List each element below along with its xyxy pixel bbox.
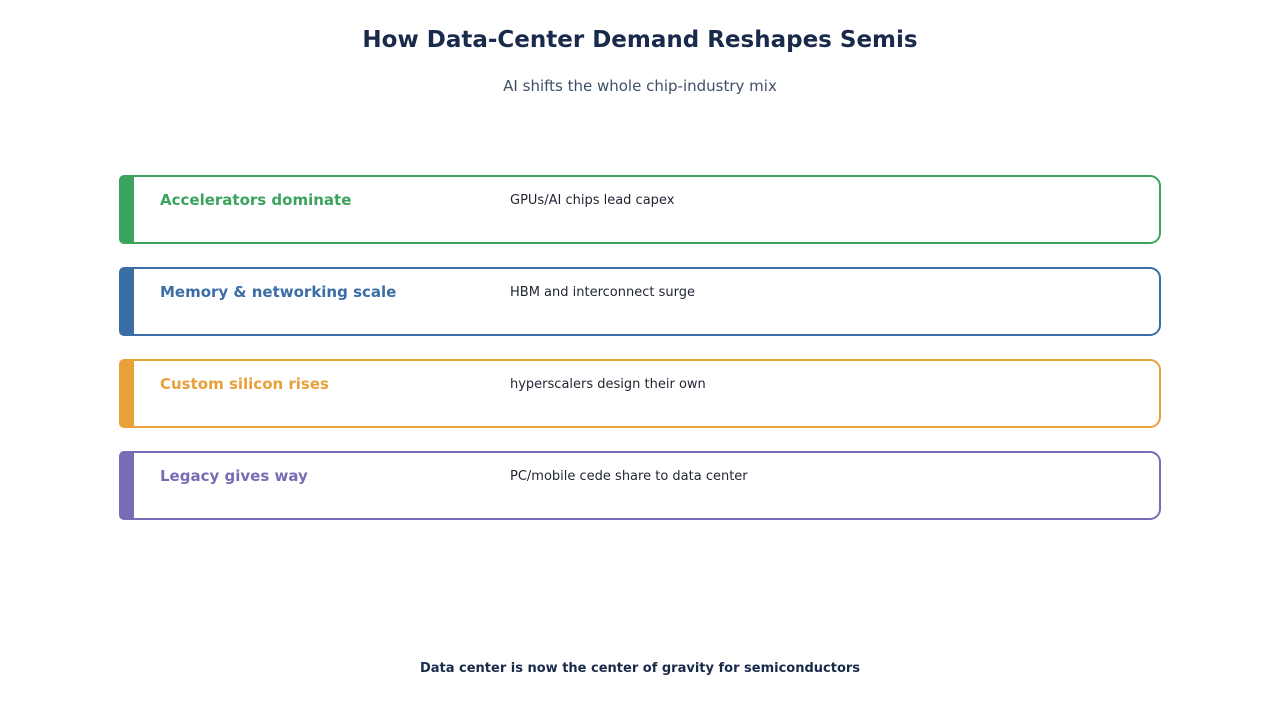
item-card-accelerators: Accelerators dominate GPUs/AI chips lead… (119, 175, 1161, 244)
item-list: Accelerators dominate GPUs/AI chips lead… (119, 175, 1161, 543)
item-label: Memory & networking scale (160, 283, 397, 301)
item-description: PC/mobile cede share to data center (510, 469, 748, 484)
accent-bar (119, 451, 134, 520)
page-title: How Data-Center Demand Reshapes Semis (362, 27, 918, 53)
item-card-custom-silicon: Custom silicon rises hyperscalers design… (119, 359, 1161, 428)
item-label: Custom silicon rises (160, 375, 329, 393)
accent-bar (119, 359, 134, 428)
accent-bar (119, 267, 134, 336)
item-description: hyperscalers design their own (510, 377, 706, 392)
footer-note: Data center is now the center of gravity… (419, 661, 861, 676)
page-subtitle: AI shifts the whole chip-industry mix (503, 77, 777, 95)
accent-bar (119, 175, 134, 244)
item-description: GPUs/AI chips lead capex (510, 193, 675, 208)
item-label: Legacy gives way (160, 467, 308, 485)
item-description: HBM and interconnect surge (510, 285, 695, 300)
item-card-legacy: Legacy gives way PC/mobile cede share to… (119, 451, 1161, 520)
item-label: Accelerators dominate (160, 191, 352, 209)
item-card-memory-networking: Memory & networking scale HBM and interc… (119, 267, 1161, 336)
